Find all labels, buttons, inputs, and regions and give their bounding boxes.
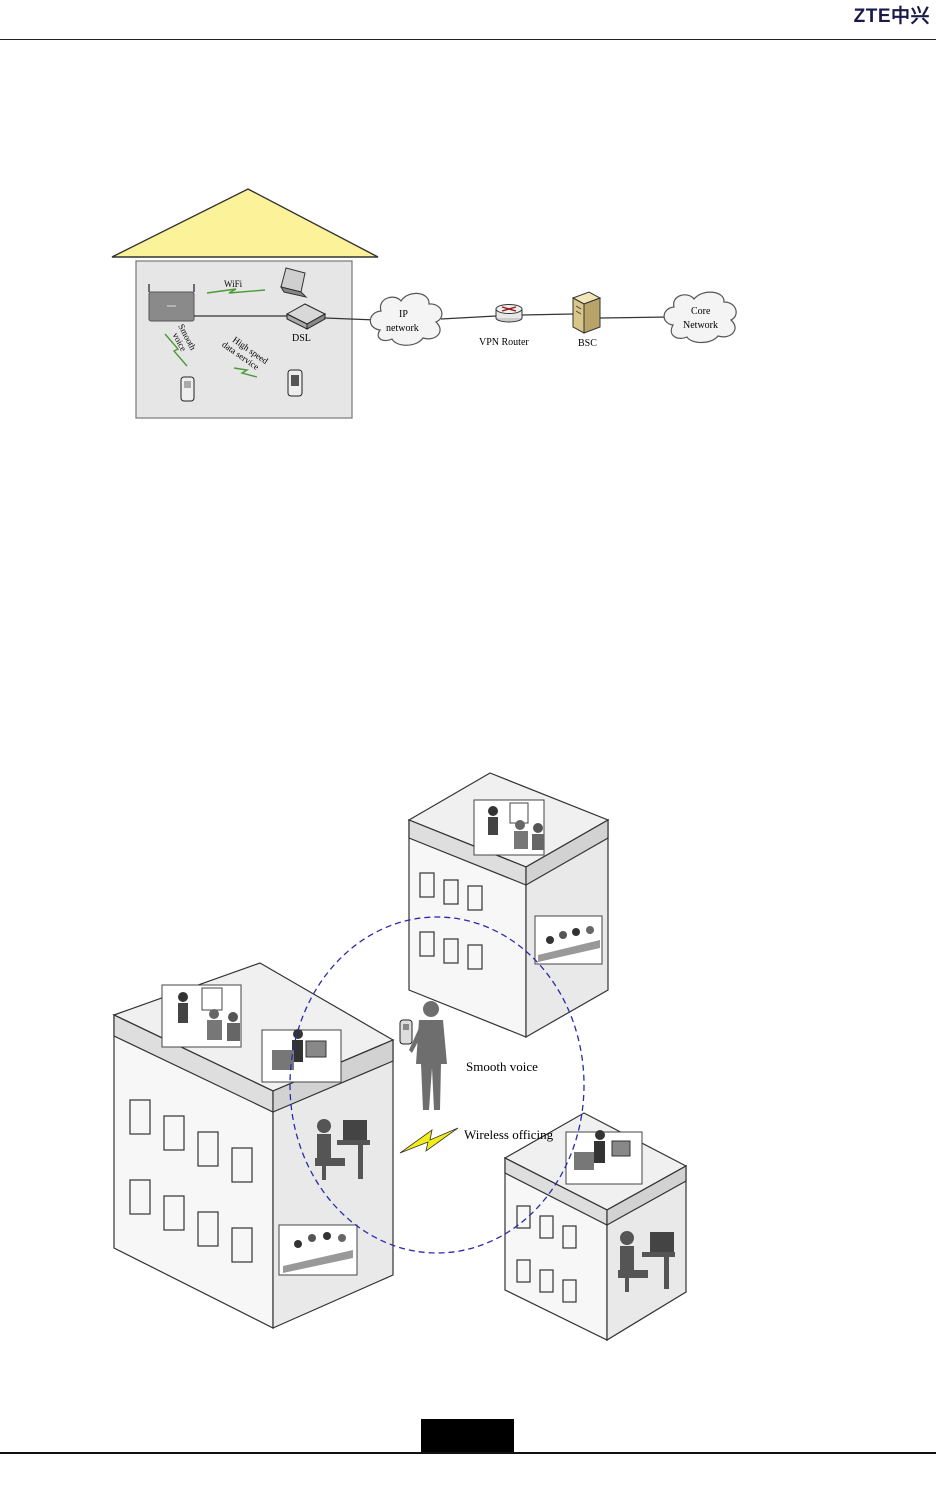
person-silhouette-icon	[409, 1001, 447, 1110]
smartphone-icon	[288, 370, 302, 396]
bsc-label: BSC	[578, 338, 597, 349]
house-roof	[112, 189, 378, 257]
wifi-label: WiFi	[224, 279, 243, 289]
core-network-label: Network	[683, 320, 718, 331]
desk-workers-icon	[262, 1029, 341, 1082]
mobile-phone-icon	[181, 377, 194, 401]
smooth-voice-caption: Smooth voice	[466, 1059, 538, 1074]
ip-label: IP	[399, 309, 408, 320]
page-number-tab	[421, 1419, 514, 1453]
conference-table-icon	[535, 916, 602, 964]
core-network-cloud	[664, 292, 736, 342]
bsc-server-icon	[573, 292, 600, 333]
desk-workers-icon-2	[566, 1130, 642, 1184]
vpn-router-label: VPN Router	[479, 337, 529, 348]
core-label: Core	[691, 306, 711, 317]
wireless-officing-caption: Wireless officing	[464, 1127, 554, 1142]
network-label: network	[386, 323, 419, 334]
vpn-router-icon	[496, 305, 522, 323]
meeting-room-icon-2	[162, 985, 241, 1047]
conference-table-icon-2	[279, 1225, 357, 1275]
wireless-officing-diagram: Smooth voice Wireless officing	[0, 760, 936, 1360]
phone-icon	[400, 1020, 412, 1044]
femtocell-network-diagram: WiFi DSL Smooth voice High speed data se…	[0, 0, 936, 440]
footer-rule	[0, 1452, 936, 1454]
laptop-icon	[281, 268, 306, 297]
dsl-label: DSL	[292, 333, 311, 344]
lightning-bolt-icon	[400, 1128, 458, 1153]
meeting-room-icon	[474, 800, 544, 855]
